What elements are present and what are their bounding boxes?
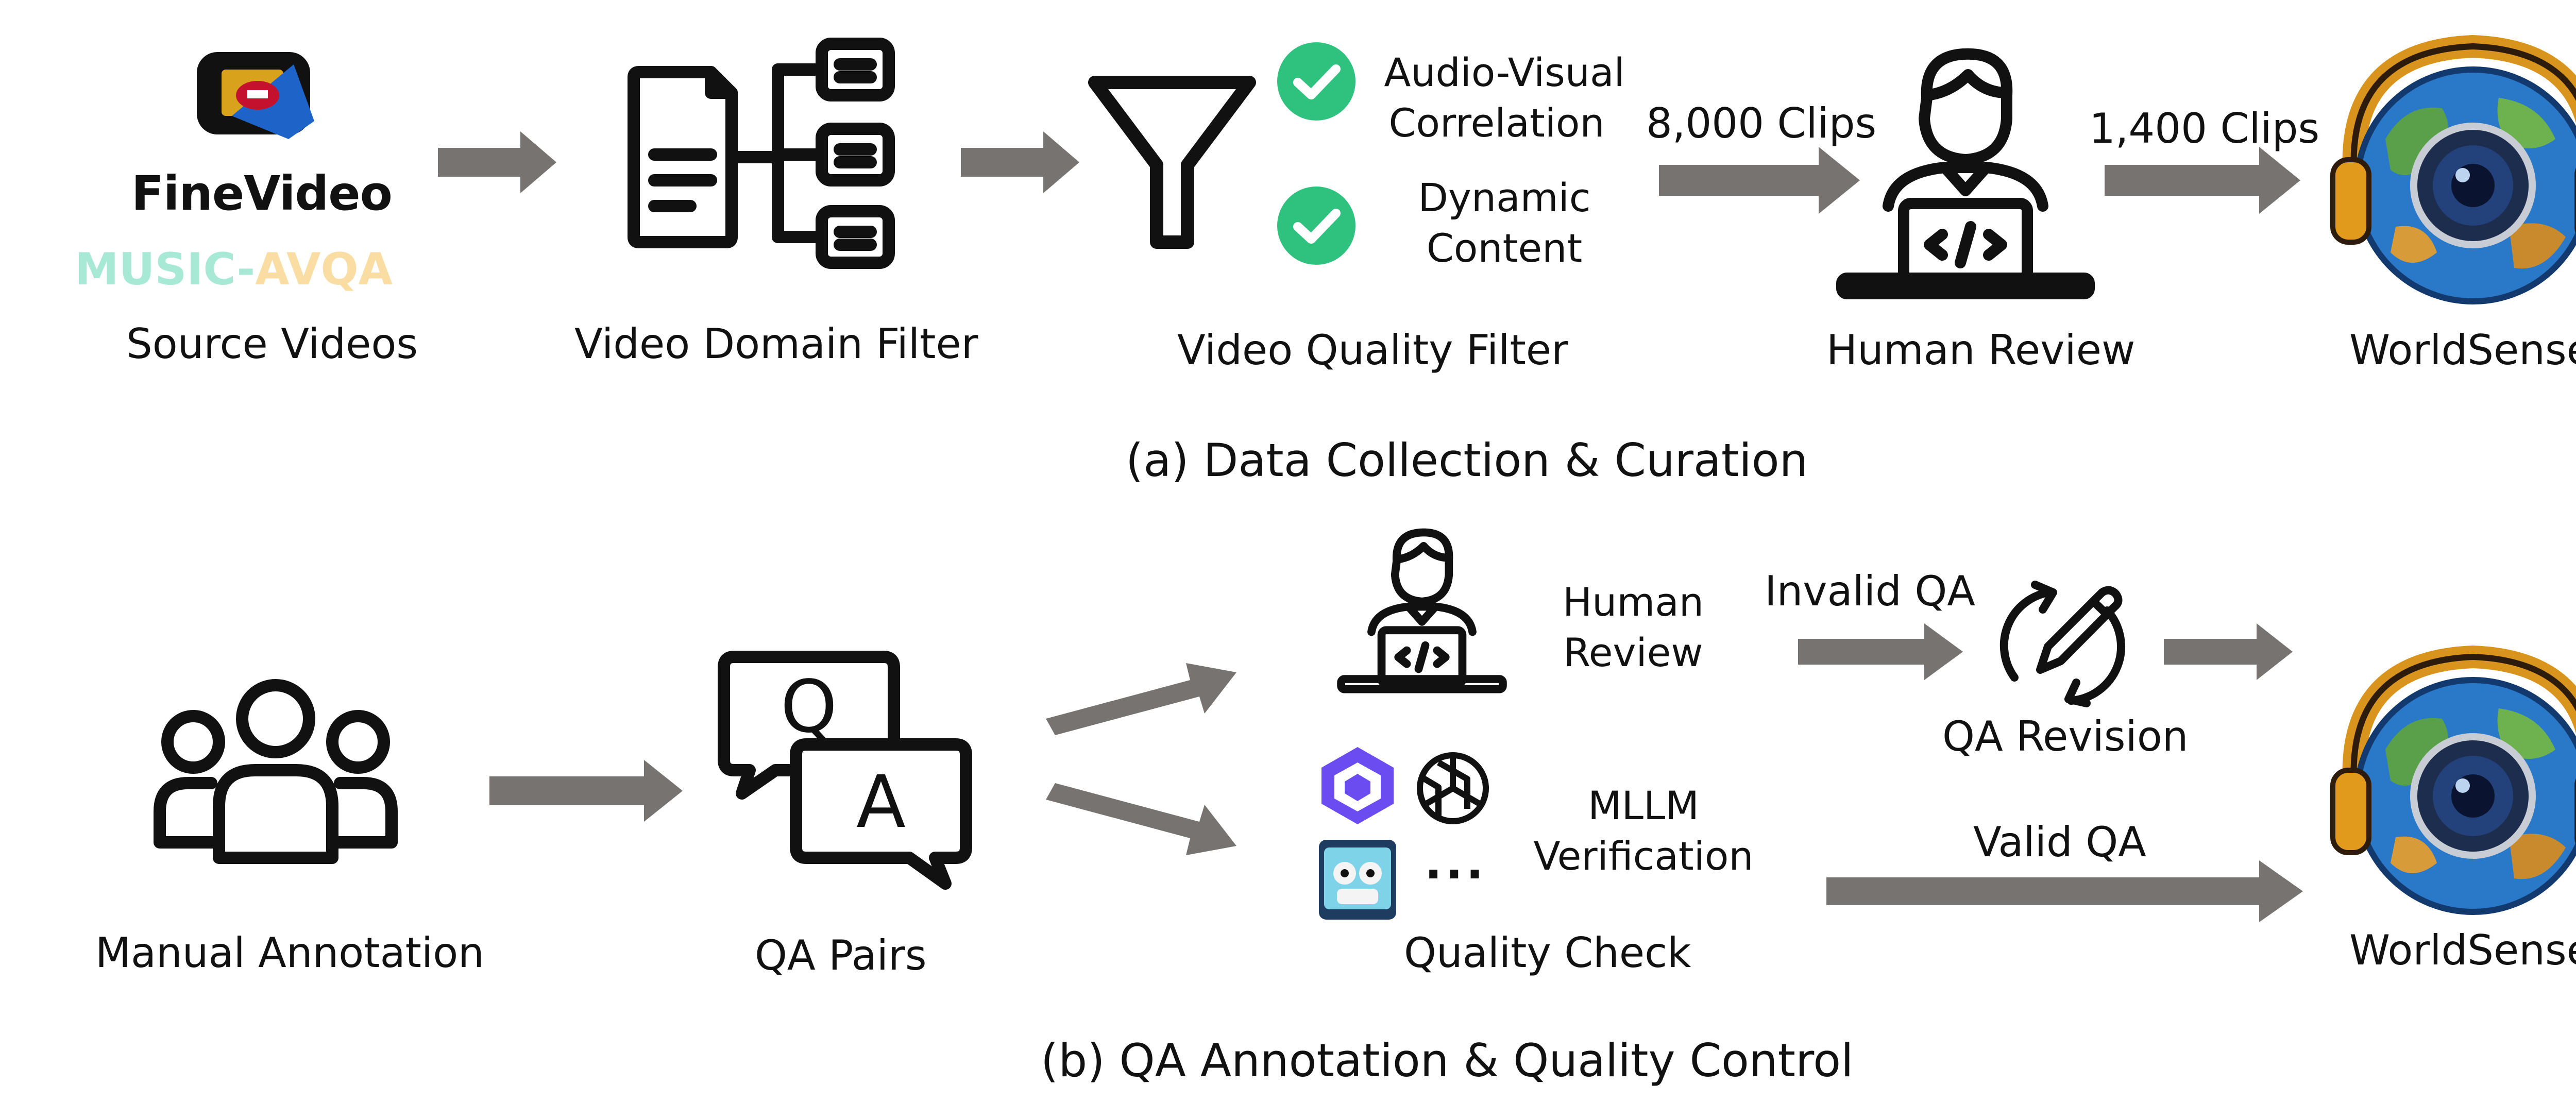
arrow-manual-to-qa <box>489 760 683 822</box>
video-domain-filter-label: Video Domain Filter <box>574 320 978 368</box>
qa-bubble-q: Q <box>781 665 837 749</box>
manual-annotation-label: Manual Annotation <box>95 929 484 977</box>
music-avqa-logo-music: MUSIC- <box>75 244 256 295</box>
worldsense-label-top: WorldSense <box>2349 326 2576 374</box>
music-avqa-logo-avqa: AVQA <box>255 244 393 295</box>
video-quality-filter-label: Video Quality Filter <box>1177 326 1568 374</box>
human-review-side-label: Human Review <box>1525 577 1741 678</box>
human-reviewer-icon <box>1337 528 1507 693</box>
worldsense-globe-icon <box>2330 35 2576 304</box>
arrow-revision-to-worldsense <box>2164 623 2293 680</box>
invalid-qa-label: Invalid QA <box>1765 567 1976 615</box>
worldsense-label-bottom: WorldSense <box>2349 926 2576 974</box>
finevideo-logo: FineVideo <box>131 166 393 221</box>
music-avqa-logo: MUSIC-AVQA <box>75 247 393 292</box>
criterion-dynamic-line1: Dynamic <box>1418 175 1591 221</box>
finevideo-camera-icon <box>197 52 314 139</box>
llama-logo-icon <box>1319 840 1396 920</box>
revision-pencil-icon <box>1999 581 2125 707</box>
arrow-review-to-worldsense <box>2105 147 2300 214</box>
qa-bubble-a: A <box>856 760 906 844</box>
human-review-label: Human Review <box>1826 326 2136 374</box>
arrow-qa-to-mllm <box>1046 783 1236 855</box>
arrow-domain-to-quality <box>961 131 1079 193</box>
check-icon <box>1277 42 1355 121</box>
arrow-quality-to-review <box>1659 147 1860 214</box>
funnel-icon <box>1088 76 1256 249</box>
people-group-icon <box>154 679 398 864</box>
openai-logo-icon <box>1417 752 1489 824</box>
mllm-line2: Verification <box>1533 833 1754 879</box>
human-review-line1: Human <box>1562 579 1704 625</box>
qa-revision-label: QA Revision <box>1942 713 2189 760</box>
more-models-ellipsis: ... <box>1425 836 1487 890</box>
human-review-line2: Review <box>1563 630 1703 675</box>
human-reviewer-icon <box>1836 48 2095 299</box>
qa-pairs-label: QA Pairs <box>755 931 927 979</box>
criterion-audio-visual-line2: Correlation <box>1388 100 1605 146</box>
valid-qa-label: Valid QA <box>1973 818 2146 866</box>
clips-8000-label: 8,000 Clips <box>1646 99 1877 147</box>
mllm-line1: MLLM <box>1588 783 1699 828</box>
caption-data-collection: (a) Data Collection & Curation <box>1126 434 1808 487</box>
criterion-audio-visual-line1: Audio-Visual <box>1384 49 1625 95</box>
criterion-dynamic-content: Dynamic Content <box>1370 173 1638 274</box>
arrow-qa-to-human-review <box>1046 663 1236 735</box>
caption-qa-annotation: (b) QA Annotation & Quality Control <box>1041 1034 1854 1087</box>
criterion-audio-visual-correlation: Audio-Visual Correlation <box>1370 47 1638 148</box>
criterion-dynamic-line2: Content <box>1426 225 1583 271</box>
qa-bubbles-icon: Q A <box>718 651 972 890</box>
document-tree-icon <box>628 38 895 269</box>
check-icon <box>1277 186 1355 265</box>
arrow-mllm-to-worldsense <box>1826 860 2303 922</box>
mllm-verification-label: MLLM Verification <box>1510 781 1777 881</box>
worldsense-globe-icon <box>2330 645 2576 915</box>
source-videos-label: Source Videos <box>126 320 418 368</box>
arrow-review-to-revision <box>1798 623 1963 680</box>
qwen-logo-icon <box>1321 747 1394 824</box>
arrow-source-to-domain <box>438 131 556 193</box>
quality-check-label: Quality Check <box>1404 929 1691 977</box>
clips-1400-label: 1,400 Clips <box>2089 105 2320 152</box>
